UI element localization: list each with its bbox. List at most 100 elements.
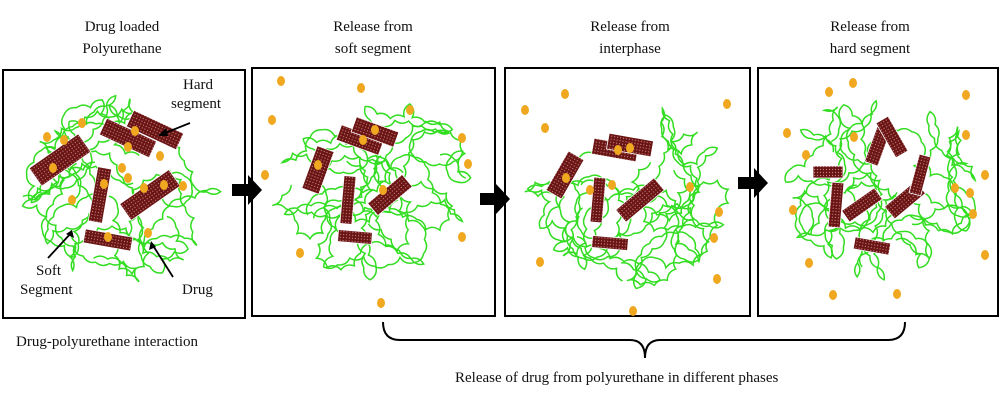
drug-label: Drug <box>182 282 213 298</box>
pointer-arrow-drug <box>151 243 174 278</box>
arrow-right-icon <box>480 184 510 214</box>
drug-particle <box>156 151 164 161</box>
drug-particle <box>893 289 901 299</box>
hard-segment-block <box>591 235 629 251</box>
drug-particle <box>464 159 472 169</box>
drug-particle <box>68 195 76 205</box>
drug-particle <box>686 182 694 192</box>
drug-particle <box>458 232 466 242</box>
soft-segment-chain <box>562 106 701 257</box>
drug-particle <box>179 181 187 191</box>
drug-particle <box>406 105 414 115</box>
drug-particle <box>626 143 634 153</box>
drug-particle <box>78 118 86 128</box>
drug-particle <box>850 132 858 142</box>
drug-particle <box>296 248 304 258</box>
soft-segment-chain <box>580 114 719 263</box>
hard-segment-block <box>125 109 185 151</box>
pointer-arrow-soft <box>47 231 73 259</box>
drug-particle <box>104 232 112 242</box>
soft-segment-chain <box>621 169 730 287</box>
soft-segment-chain <box>784 103 931 269</box>
drug-particle <box>562 173 570 183</box>
soft-segment-chain <box>283 153 464 223</box>
drug-particle <box>124 142 132 152</box>
drug-particle <box>715 207 723 217</box>
drug-particle <box>100 179 108 189</box>
hard-segment-block <box>875 115 909 159</box>
drug-particle <box>43 132 51 142</box>
soft-segment-chain <box>280 120 467 218</box>
drug-particle <box>586 185 594 195</box>
hard-segment-block <box>841 187 883 223</box>
drug-particle <box>536 257 544 267</box>
hard-segment-block <box>339 175 357 225</box>
panel-4-frame <box>757 67 999 317</box>
drug-particle <box>789 205 797 215</box>
drug-particle <box>458 133 466 143</box>
drug-particle <box>614 145 622 155</box>
drug-particle <box>825 87 833 97</box>
arrow-right-icon <box>232 175 262 205</box>
drug-particle <box>710 233 718 243</box>
arrow-right-icon <box>738 168 768 198</box>
hard-segment-block <box>28 133 92 187</box>
drug-particle <box>314 160 322 170</box>
hard-segment-block <box>337 229 373 245</box>
drug-particle <box>849 78 857 88</box>
drug-particle <box>261 170 269 180</box>
drug-particle <box>981 250 989 260</box>
drug-particle <box>131 126 139 136</box>
soft-segment-chain <box>552 161 725 271</box>
soft-segment-chain <box>858 126 977 268</box>
hard-segment-block <box>852 236 892 256</box>
hard-segment-block <box>827 181 845 229</box>
soft-segment-chain <box>271 180 454 281</box>
drug-particle <box>962 130 970 140</box>
drug-particle <box>144 228 152 238</box>
soft-segment-chain <box>21 129 140 283</box>
drug-particle <box>377 298 385 308</box>
brace <box>382 321 906 359</box>
drug-particle <box>379 185 387 195</box>
drug-particle <box>160 180 168 190</box>
drug-particle <box>541 123 549 133</box>
hard-segment-block <box>589 176 607 224</box>
drug-particle <box>608 180 616 190</box>
drug-particle <box>962 90 970 100</box>
soft-segment-chain <box>792 99 878 260</box>
drug-particle <box>561 89 569 99</box>
drug-particle <box>268 115 276 125</box>
drug-particle <box>521 105 529 115</box>
drug-particle <box>969 209 977 219</box>
hard-segment-block <box>908 153 932 197</box>
drug-particle <box>966 188 974 198</box>
drug-particle <box>802 150 810 160</box>
soft-segment-chain <box>39 107 189 274</box>
drug-particle <box>124 173 132 183</box>
hard-segment-block <box>812 165 844 179</box>
drug-particle <box>60 135 68 145</box>
drug-particle <box>981 170 989 180</box>
drug-particle <box>118 163 126 173</box>
drug-particle <box>371 125 379 135</box>
hard-segment-block <box>615 177 665 223</box>
drug-particle <box>713 274 721 284</box>
drug-particle <box>359 135 367 145</box>
drug-particle <box>783 128 791 138</box>
drug-particle <box>829 290 837 300</box>
interaction-caption: Drug-polyurethane interaction <box>16 334 199 350</box>
drug-particle <box>357 83 365 93</box>
panel-3-frame <box>504 67 751 317</box>
drug-particle <box>49 163 57 173</box>
drug-particle <box>629 306 637 316</box>
release-caption: Release of drug from polyurethane in dif… <box>455 370 779 386</box>
